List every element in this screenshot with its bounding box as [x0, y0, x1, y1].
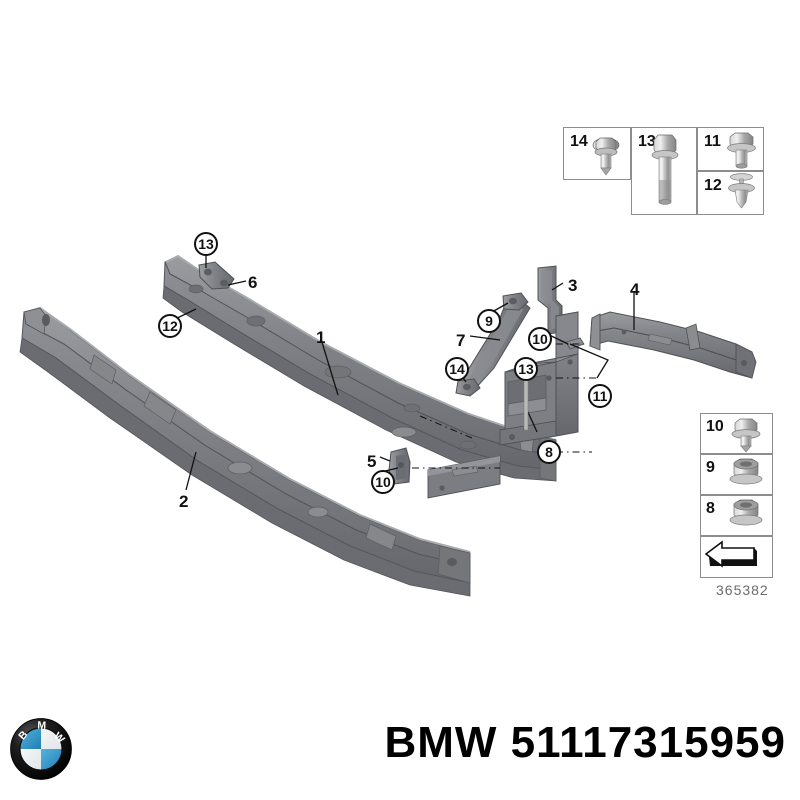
- bmw-roundel-logo: B M W: [10, 718, 72, 780]
- page-title: BMW 51117315959: [384, 718, 786, 767]
- callout-2[interactable]: 2: [179, 492, 189, 511]
- part-6-small-retaining-strap: [198, 261, 235, 290]
- diagram-reference-number: 365382: [716, 582, 769, 598]
- direction-arrow-icon: [704, 540, 757, 568]
- logo-letter-m: M: [37, 720, 46, 732]
- callout-8[interactable]: 8: [537, 440, 561, 464]
- part-4-side-support-bracket-right: [589, 311, 757, 379]
- callout-14[interactable]: 14: [445, 357, 469, 381]
- callout-3[interactable]: 3: [568, 276, 578, 295]
- callout-12[interactable]: 12: [158, 314, 182, 338]
- callout-4[interactable]: 4: [630, 280, 640, 299]
- callout-5[interactable]: 5: [367, 452, 377, 471]
- legend-num-8: 8: [706, 500, 715, 517]
- legend-cell-8[interactable]: [700, 495, 773, 536]
- lower-left-plate: [427, 455, 501, 499]
- callout-10-left[interactable]: 10: [371, 470, 395, 494]
- callout-6[interactable]: 6: [248, 273, 258, 292]
- callout-10-center[interactable]: 10: [528, 327, 552, 351]
- legend-num-13: 13: [638, 133, 656, 150]
- legend-num-12: 12: [704, 177, 722, 194]
- callout-11[interactable]: 11: [588, 384, 612, 408]
- callout-9[interactable]: 9: [477, 309, 501, 333]
- expanding-rivet-icon-12: [728, 173, 755, 209]
- footer-bar: BMW 51117315959: [0, 700, 800, 800]
- hex-screw-with-washer-icon-14: [592, 137, 620, 176]
- flange-nut-icon-8: [729, 499, 763, 526]
- callout-13-upper[interactable]: 13: [194, 232, 218, 256]
- legend-num-14: 14: [570, 133, 588, 150]
- callout-1[interactable]: 1: [316, 328, 326, 347]
- legend-num-11: 11: [704, 133, 721, 150]
- legend-num-10: 10: [706, 418, 724, 435]
- callout-13-center[interactable]: 13: [514, 357, 538, 381]
- part-7-diagonal-strut: [455, 292, 531, 397]
- hex-screw-with-washer-icon-10: [731, 418, 761, 453]
- legend-num-9: 9: [706, 459, 715, 476]
- long-hex-bolt-icon-13: [651, 134, 679, 205]
- part-5-small-mounting-plate: [388, 447, 411, 485]
- flanged-hex-bolt-icon-11: [727, 132, 756, 169]
- part-2-bumper-impact-beam-lower: [19, 306, 471, 597]
- flange-nut-icon-9: [729, 458, 763, 485]
- legend-cell-12[interactable]: [697, 171, 764, 215]
- callout-7[interactable]: 7: [456, 331, 466, 350]
